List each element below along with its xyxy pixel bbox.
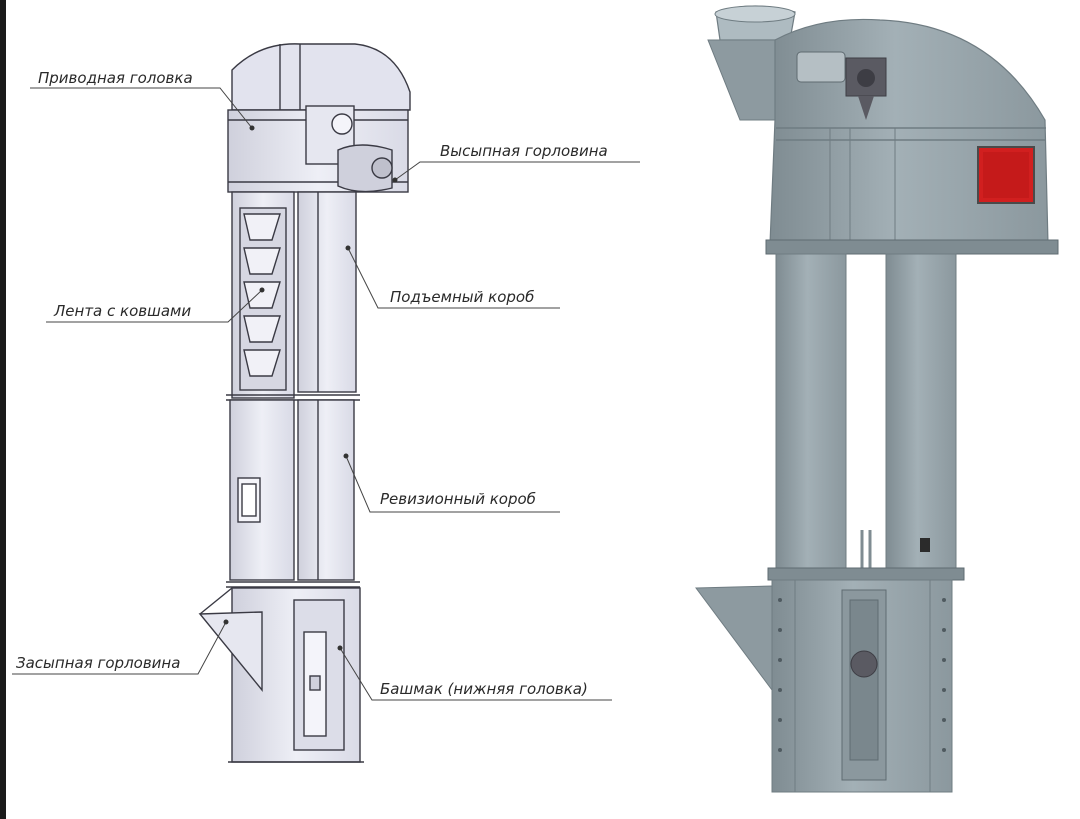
photo-motor (796, 51, 887, 120)
label-inspection-box: Ревизионный короб (380, 490, 536, 508)
label-bucket-belt: Лента с ковшами (53, 302, 191, 320)
drive-head-hood (231, 43, 411, 111)
motor (305, 105, 393, 193)
intake-chute (198, 611, 263, 692)
label-boot: Башмак (нижняя головка) (380, 680, 588, 698)
photo-elevator (695, 5, 1059, 793)
label-drive-head: Приводная головка (38, 69, 193, 87)
label-lift-box: Подъемный короб (390, 288, 534, 306)
callouts: Приводная головка Высыпная горловина Под… (12, 69, 640, 701)
label-intake-neck: Засыпная горловина (16, 654, 180, 672)
inspection-box (297, 399, 355, 581)
diagram-elevator (198, 43, 411, 763)
photo-casing-left (775, 253, 847, 571)
buckets (243, 213, 281, 377)
lift-box (297, 191, 357, 393)
photo-intake-chute (695, 585, 773, 692)
photo-casing-right (885, 253, 957, 571)
label-discharge-neck: Высыпная горловина (440, 142, 608, 160)
